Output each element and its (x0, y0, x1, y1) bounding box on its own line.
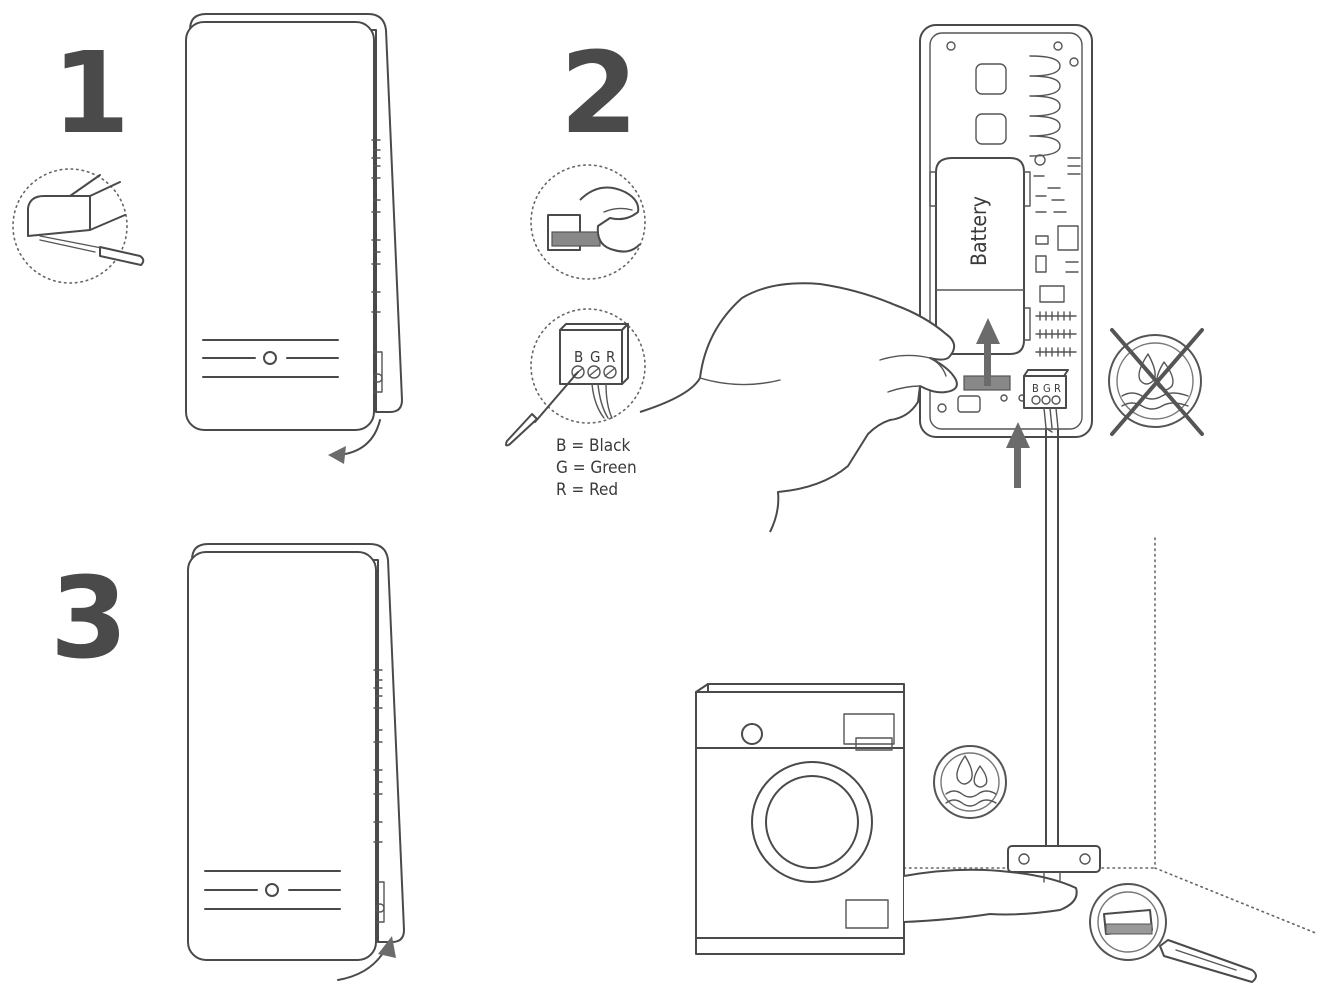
washing-machine (695, 683, 905, 955)
legend-black: B = Black (556, 436, 631, 456)
legend-green: G = Green (556, 458, 637, 478)
legend-red: R = Red (556, 480, 618, 500)
device-open-pcb: Battery B G R (919, 24, 1093, 438)
insert-up-arrow-icon (1006, 422, 1030, 488)
screwdriver-icon (99, 246, 145, 266)
terminal-letter-g: G (590, 348, 600, 366)
step-number-2: 2 (560, 29, 638, 159)
step-number-3: 3 (50, 554, 128, 684)
pull-up-arrow-icon (976, 318, 1000, 386)
hand-illustration (639, 282, 958, 533)
battery-label: Battery (967, 196, 991, 266)
water-detected-icon (933, 745, 1007, 819)
water-sensor-probe (1007, 845, 1101, 883)
terminal-letter-b: B (574, 348, 583, 366)
device-terminal-g: G (1043, 382, 1051, 395)
device-front-step-3 (187, 543, 405, 961)
screwdriver-icon (505, 413, 538, 447)
zoom-circle-pull-tab (530, 164, 646, 280)
water-puddle (903, 868, 1078, 923)
room-corner (903, 537, 1319, 935)
device-terminal-r: R (1054, 382, 1061, 395)
terminal-letter-r: R (606, 348, 615, 366)
device-terminal-b: B (1032, 382, 1039, 395)
magnifier-icon (1089, 883, 1257, 983)
step-number-1: 1 (52, 29, 130, 159)
zoom-circle-terminal-block: B G R (505, 308, 646, 447)
device-front-step-1 (185, 13, 403, 431)
zoom-circle-pry-open (12, 168, 145, 284)
no-water-icon (1108, 328, 1204, 436)
